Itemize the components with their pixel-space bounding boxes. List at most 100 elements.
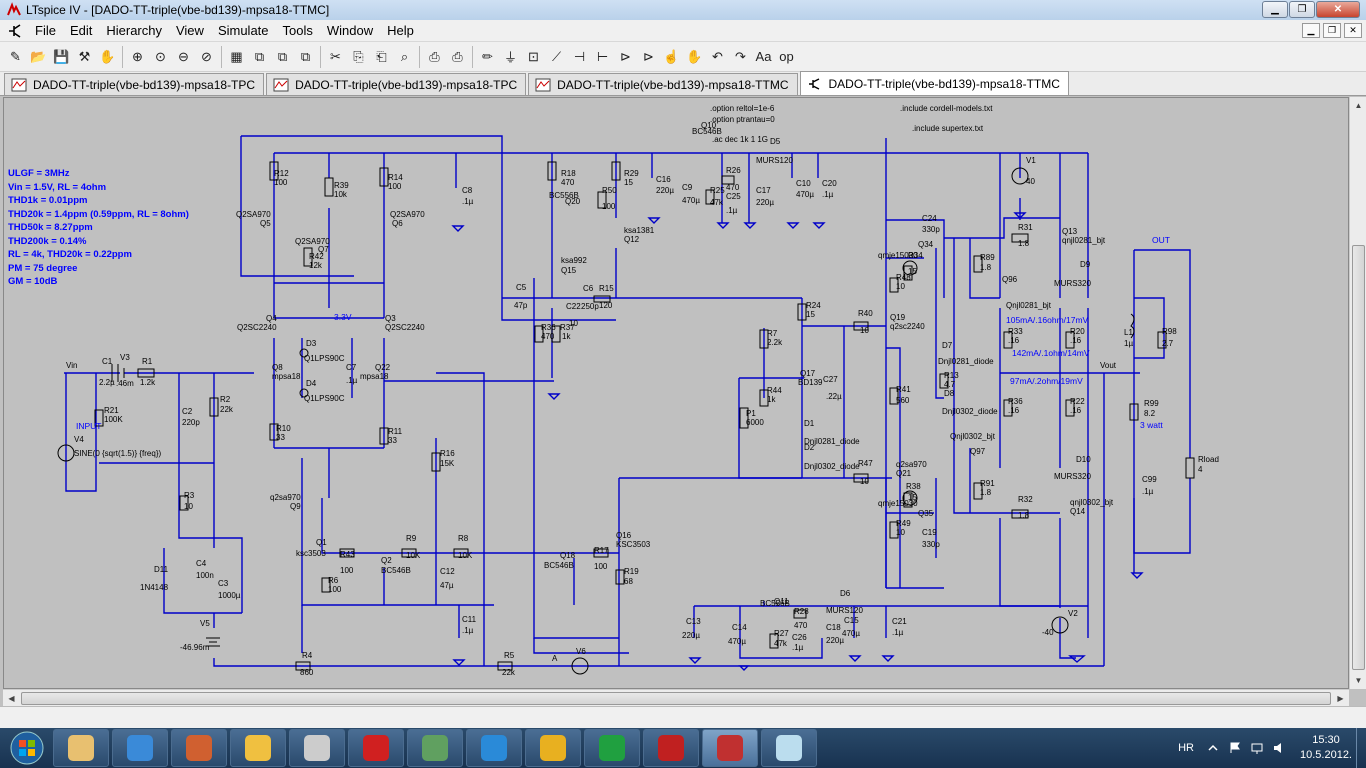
volume-icon[interactable] <box>1272 741 1286 755</box>
scroll-right-icon[interactable]: ▶ <box>1337 694 1344 703</box>
toolbar-button-icon[interactable]: ⚒ <box>78 48 91 64</box>
component-label: C5 <box>516 283 527 292</box>
toolbar-button-icon[interactable]: ✎ <box>10 48 21 64</box>
spice-directive[interactable]: .include cordell-models.txt <box>900 104 993 113</box>
component-label: 1.8 <box>1018 239 1030 248</box>
toolbar-button-icon[interactable]: ⊘ <box>201 48 212 64</box>
toolbar-button-icon[interactable]: 💾 <box>53 48 70 64</box>
toolbar-button-icon[interactable]: ⊳ <box>643 48 654 64</box>
taskbar-app-ltspice[interactable] <box>702 729 758 767</box>
waveform-icon <box>273 78 289 91</box>
vertical-scrollbar[interactable]: ▲ ▼ <box>1349 97 1366 689</box>
toolbar-button-icon[interactable]: ⊡ <box>528 48 539 64</box>
toolbar-button-icon[interactable]: ⌕ <box>400 48 409 64</box>
taskbar-app-chrome[interactable] <box>525 729 581 767</box>
spice-directive[interactable]: .option reltol=1e-6 <box>710 104 775 113</box>
toolbar-button-icon[interactable]: ▦ <box>230 48 243 64</box>
show-desktop-button[interactable] <box>1356 728 1366 768</box>
taskbar-app-media[interactable] <box>112 729 168 767</box>
scroll-up-icon[interactable]: ▲ <box>1354 101 1363 110</box>
performance-note: ULGF = 3MHz <box>8 168 70 179</box>
action-center-flag-icon[interactable] <box>1228 741 1242 755</box>
mdi-minimize-button[interactable]: ▁ <box>1302 23 1320 38</box>
spice-directive[interactable]: .option ptrantau=0 <box>710 115 775 124</box>
menu-edit[interactable]: Edit <box>69 23 93 38</box>
taskbar-app-explorer[interactable] <box>53 729 109 767</box>
mdi-restore-button[interactable]: ❐ <box>1323 23 1341 38</box>
toolbar-button-icon[interactable]: ⊢ <box>596 48 609 64</box>
taskbar-app-folder[interactable] <box>230 729 286 767</box>
toolbar-button-icon[interactable]: ⧉ <box>254 48 265 64</box>
toolbar-button-icon[interactable]: ⊕ <box>132 48 143 64</box>
network-icon[interactable] <box>1250 741 1264 755</box>
component-label: R24 <box>806 301 821 310</box>
toolbar-button-icon[interactable]: ⎙ <box>452 48 463 64</box>
minimize-button[interactable]: ▁ <box>1262 1 1288 18</box>
menu-file[interactable]: File <box>35 23 56 38</box>
ie-icon <box>481 735 507 761</box>
scroll-left-icon[interactable]: ◀ <box>8 694 15 703</box>
spice-directive[interactable]: .include supertex.txt <box>912 124 984 133</box>
menu-help[interactable]: Help <box>387 23 414 38</box>
toolbar-button-icon[interactable]: ✂ <box>330 48 341 64</box>
document-tab[interactable]: DADO-TT-triple(vbe-bd139)-mpsa18-TTMC <box>528 73 798 95</box>
component-label: D8 <box>944 389 955 398</box>
toolbar-button-icon[interactable]: ⧉ <box>300 48 311 64</box>
mdi-close-button[interactable]: ✕ <box>1344 23 1362 38</box>
component-label: BD139 <box>798 378 823 387</box>
vertical-scroll-thumb[interactable] <box>1352 245 1365 670</box>
clock[interactable]: 15:30 10.5.2012. <box>1300 733 1352 763</box>
toolbar-button-icon[interactable]: ↷ <box>735 48 746 64</box>
toolbar-button-icon[interactable]: ✋ <box>686 48 703 64</box>
restore-button[interactable]: ❐ <box>1289 1 1315 18</box>
component-label: Q9 <box>290 502 301 511</box>
toolbar-button-icon[interactable]: 📂 <box>30 48 47 64</box>
toolbar-button-icon[interactable]: ✋ <box>99 48 116 64</box>
taskbar-app-ie[interactable] <box>466 729 522 767</box>
toolbar-button-icon[interactable]: ⎘ <box>353 48 364 64</box>
menu-simulate[interactable]: Simulate <box>217 23 269 38</box>
component-label: OUT <box>1152 235 1170 245</box>
start-button[interactable] <box>4 729 50 767</box>
component-label: C4 <box>196 559 207 568</box>
component-label: 10 <box>896 528 905 537</box>
toolbar-button-icon[interactable]: ✏ <box>482 48 493 64</box>
document-tab[interactable]: DADO-TT-triple(vbe-bd139)-mpsa18-TPC <box>4 73 265 95</box>
taskbar-app-tool[interactable] <box>289 729 345 767</box>
toolbar-button-icon[interactable]: ⎗ <box>376 48 387 64</box>
toolbar-button-icon[interactable]: ⊖ <box>178 48 189 64</box>
toolbar-button-icon[interactable]: op <box>779 49 794 64</box>
toolbar-button-icon[interactable]: Aa <box>755 49 772 64</box>
toolbar-button-icon[interactable]: ⏚ <box>503 50 517 65</box>
horizontal-scroll-thumb[interactable] <box>21 692 1331 705</box>
taskbar-app-glass[interactable] <box>761 729 817 767</box>
tray-up-arrow-icon[interactable] <box>1206 741 1220 755</box>
performance-note: THD200k = 0.14% <box>8 235 87 247</box>
menu-view[interactable]: View <box>175 23 204 38</box>
toolbar-button-icon[interactable]: ☝ <box>663 48 680 64</box>
close-button[interactable]: ✕ <box>1316 1 1360 18</box>
scroll-down-icon[interactable]: ▼ <box>1354 676 1363 685</box>
toolbar-button-icon[interactable]: ↶ <box>712 48 723 64</box>
toolbar-button-icon[interactable]: ⊣ <box>573 48 586 64</box>
toolbar-button-icon[interactable]: ⊙ <box>155 48 166 64</box>
taskbar-app-analyzer[interactable] <box>407 729 463 767</box>
horizontal-scrollbar[interactable]: ◀ ▶ <box>3 689 1349 706</box>
document-tab[interactable]: DADO-TT-triple(vbe-bd139)-mpsa18-TPC <box>266 73 527 95</box>
menu-window[interactable]: Window <box>326 23 374 38</box>
language-indicator[interactable]: HR <box>1178 742 1194 754</box>
toolbar-button-icon[interactable]: ⟋ <box>551 48 562 64</box>
document-tab[interactable]: DADO-TT-triple(vbe-bd139)-mpsa18-TTMC <box>799 71 1069 95</box>
toolbar-button-icon[interactable]: ⊳ <box>620 48 631 64</box>
taskbar-app-acrobat[interactable] <box>643 729 699 767</box>
taskbar-app-ltspice[interactable] <box>584 729 640 767</box>
taskbar-app-paint[interactable] <box>171 729 227 767</box>
menu-hierarchy[interactable]: Hierarchy <box>106 23 162 38</box>
taskbar-app-app[interactable] <box>348 729 404 767</box>
toolbar-button-icon[interactable]: ⧉ <box>277 48 288 64</box>
spice-directive[interactable]: .ac dec 1k 1 1G <box>712 135 768 144</box>
menu-tools[interactable]: Tools <box>282 23 313 38</box>
chrome-icon <box>540 735 566 761</box>
toolbar-button-icon[interactable]: ⎙ <box>429 48 440 64</box>
